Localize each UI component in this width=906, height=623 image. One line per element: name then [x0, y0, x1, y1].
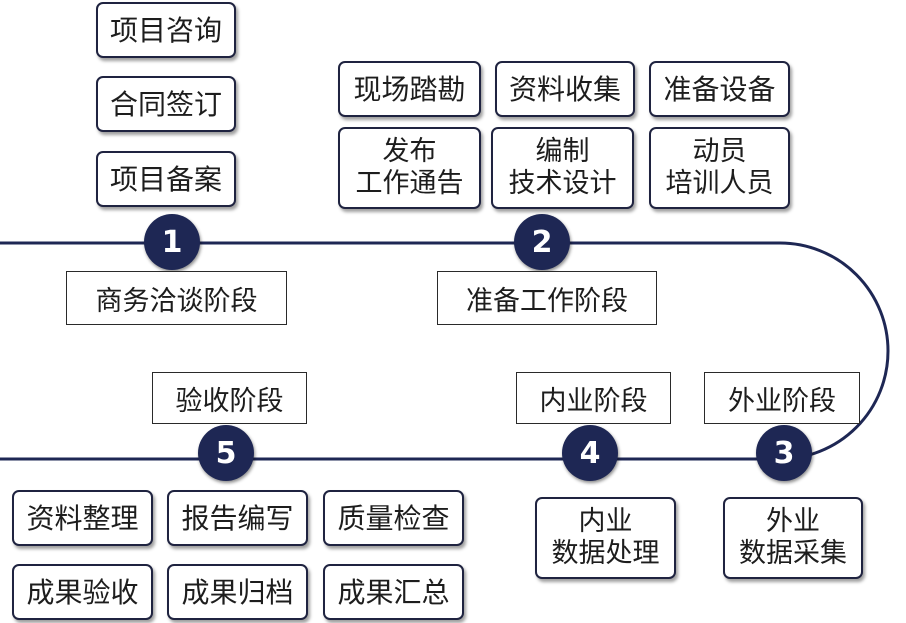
- task-quality-inspection: 质量检查: [323, 490, 464, 546]
- task-site-survey: 现场踏勘: [338, 61, 481, 117]
- stage-5-label: 验收阶段: [152, 372, 307, 424]
- stage-1-label: 商务洽谈阶段: [66, 271, 287, 325]
- stage-4-label: 内业阶段: [516, 372, 671, 424]
- step-1-badge: 1: [144, 214, 200, 270]
- task-data-collection: 资料收集: [495, 61, 635, 117]
- task-project-filing: 项目备案: [96, 151, 236, 207]
- task-field-data-acquisition: 外业数据采集: [723, 497, 863, 579]
- step-3-badge: 3: [756, 425, 812, 481]
- stage-2-label: 准备工作阶段: [437, 271, 657, 325]
- task-write-report: 报告编写: [167, 490, 308, 546]
- task-results-acceptance: 成果验收: [12, 564, 153, 620]
- step-4-badge: 4: [562, 425, 618, 481]
- task-technical-design: 编制技术设计: [491, 127, 634, 209]
- task-contract-signing: 合同签订: [96, 76, 236, 132]
- task-prepare-equipment: 准备设备: [649, 61, 790, 117]
- task-office-data-processing: 内业数据处理: [535, 497, 676, 579]
- step-5-badge: 5: [198, 425, 254, 481]
- task-results-archiving: 成果归档: [167, 564, 308, 620]
- task-staff-training: 动员培训人员: [649, 127, 790, 209]
- task-issue-notice: 发布工作通告: [338, 127, 481, 209]
- task-organize-materials: 资料整理: [12, 490, 153, 546]
- task-results-summary: 成果汇总: [323, 564, 464, 620]
- task-project-consulting: 项目咨询: [96, 2, 236, 58]
- step-2-badge: 2: [514, 214, 570, 270]
- stage-3-label: 外业阶段: [704, 372, 860, 424]
